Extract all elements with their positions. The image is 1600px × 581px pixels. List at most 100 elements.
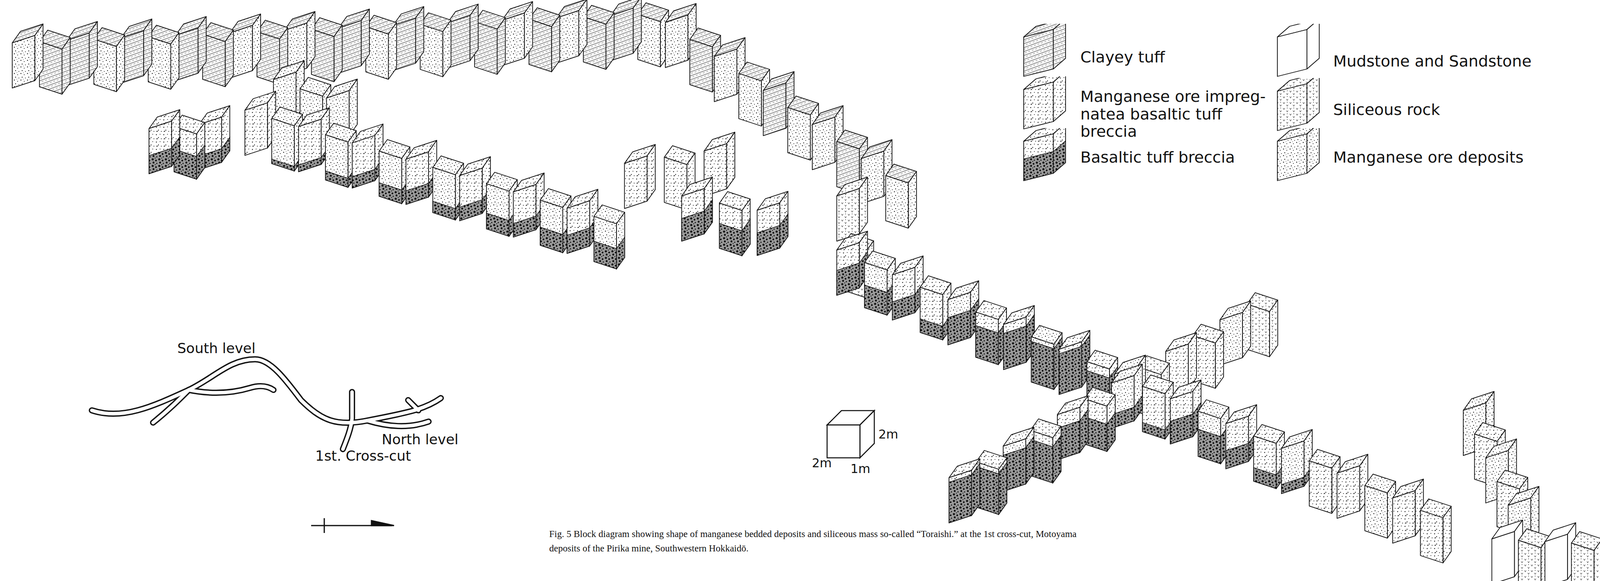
block-breccia xyxy=(593,241,617,270)
block-breccia xyxy=(1079,409,1089,453)
block-face xyxy=(1306,77,1320,124)
block-face xyxy=(646,144,656,202)
scale-cube xyxy=(827,410,875,458)
block-face xyxy=(763,82,787,136)
block-breccia xyxy=(719,223,743,256)
block-breccia xyxy=(1053,140,1066,174)
block-face-ground xyxy=(352,135,375,188)
block-face-ground xyxy=(616,212,625,269)
block-face xyxy=(689,39,713,92)
block-face-ground xyxy=(1134,364,1143,421)
block-face-ground xyxy=(170,32,179,90)
block-breccia xyxy=(486,213,509,237)
block-face-ground xyxy=(540,199,563,253)
block-face xyxy=(1571,543,1594,581)
block-face xyxy=(349,79,358,136)
block-breccia xyxy=(459,199,483,221)
legend-label: Clayey tuff xyxy=(1080,48,1165,67)
block-face xyxy=(885,175,909,229)
block-face xyxy=(1059,341,1082,395)
block-breccia xyxy=(1003,325,1027,370)
block-face-ground xyxy=(221,105,230,163)
block-face xyxy=(1170,391,1193,444)
block-face xyxy=(196,122,205,179)
block-face-ground xyxy=(252,13,261,71)
block-breccia xyxy=(352,169,375,189)
block-face xyxy=(1492,531,1515,581)
block-face-ground xyxy=(1277,29,1307,77)
block-face-ground xyxy=(1518,540,1541,581)
block-face xyxy=(1242,300,1251,358)
block-face xyxy=(836,188,860,241)
block-face-ground xyxy=(864,262,888,315)
block-face-ground xyxy=(1107,394,1116,452)
block-face xyxy=(1269,300,1278,357)
block-face xyxy=(1053,76,1066,122)
block-breccia xyxy=(1052,435,1062,483)
block-face-ground xyxy=(432,167,456,221)
block-face xyxy=(1253,435,1277,489)
block-face xyxy=(1593,538,1600,581)
block-breccia xyxy=(513,215,537,237)
block-face-ground xyxy=(704,176,713,234)
block-face xyxy=(1306,23,1320,69)
block-face-ground xyxy=(148,121,172,174)
block-face-ground xyxy=(1277,133,1307,181)
block-face xyxy=(540,199,563,253)
block-face-ground xyxy=(171,109,180,167)
block-face xyxy=(271,118,295,171)
block-face-ground xyxy=(1226,416,1249,469)
block-face-ground xyxy=(225,29,234,87)
block-face xyxy=(787,107,811,161)
legend-swatch xyxy=(1275,23,1325,86)
block-face xyxy=(1309,460,1332,514)
block-face xyxy=(1134,364,1143,421)
block-face xyxy=(388,22,397,80)
dimension: 2m xyxy=(878,426,899,442)
block-face-ground xyxy=(513,184,537,237)
block-face xyxy=(567,200,590,254)
figure-caption: Fig. 5 Block diagram showing shape of ma… xyxy=(549,527,1092,556)
block-face-ground xyxy=(334,25,343,82)
block-face-ground xyxy=(836,188,860,241)
block-face xyxy=(379,151,402,204)
block-face xyxy=(116,34,125,92)
block-breccia xyxy=(920,318,943,340)
block-face-ground xyxy=(726,132,735,189)
block-face xyxy=(197,16,207,74)
block-face-ground xyxy=(89,21,98,78)
legend-block xyxy=(1023,76,1066,129)
block-face-ground xyxy=(1492,531,1515,581)
block-face-ground xyxy=(306,11,315,69)
block-face xyxy=(1079,395,1089,453)
block-breccia xyxy=(681,210,705,241)
block-face-ground xyxy=(1142,386,1165,439)
block-breccia xyxy=(975,325,999,365)
block-face xyxy=(1518,540,1541,581)
block-face xyxy=(1052,426,1062,483)
block-breccia xyxy=(1226,443,1249,469)
block-face-ground xyxy=(1593,538,1600,581)
block-face xyxy=(1031,336,1055,390)
block-breccia xyxy=(567,227,590,254)
block-face xyxy=(948,469,972,523)
block-breccia xyxy=(742,219,751,256)
block-face xyxy=(616,212,625,269)
block-face xyxy=(245,103,268,156)
block-face xyxy=(1277,133,1307,181)
legend-label: Mudstone and Sandstone xyxy=(1333,52,1532,71)
block-breccia xyxy=(779,213,789,248)
block-face xyxy=(415,6,424,64)
block-breccia xyxy=(540,226,563,253)
level-label: South level xyxy=(177,339,256,357)
block-face-ground xyxy=(12,35,35,88)
block-face-ground xyxy=(116,34,125,92)
block-breccia xyxy=(1281,476,1305,494)
block-breccia xyxy=(405,183,429,205)
block-face-ground xyxy=(714,49,737,102)
block-face xyxy=(971,458,980,516)
block-face xyxy=(1215,331,1224,389)
legend-label: Manganese ore deposits xyxy=(1333,148,1524,167)
block-face xyxy=(892,267,915,320)
block-face xyxy=(551,15,560,72)
